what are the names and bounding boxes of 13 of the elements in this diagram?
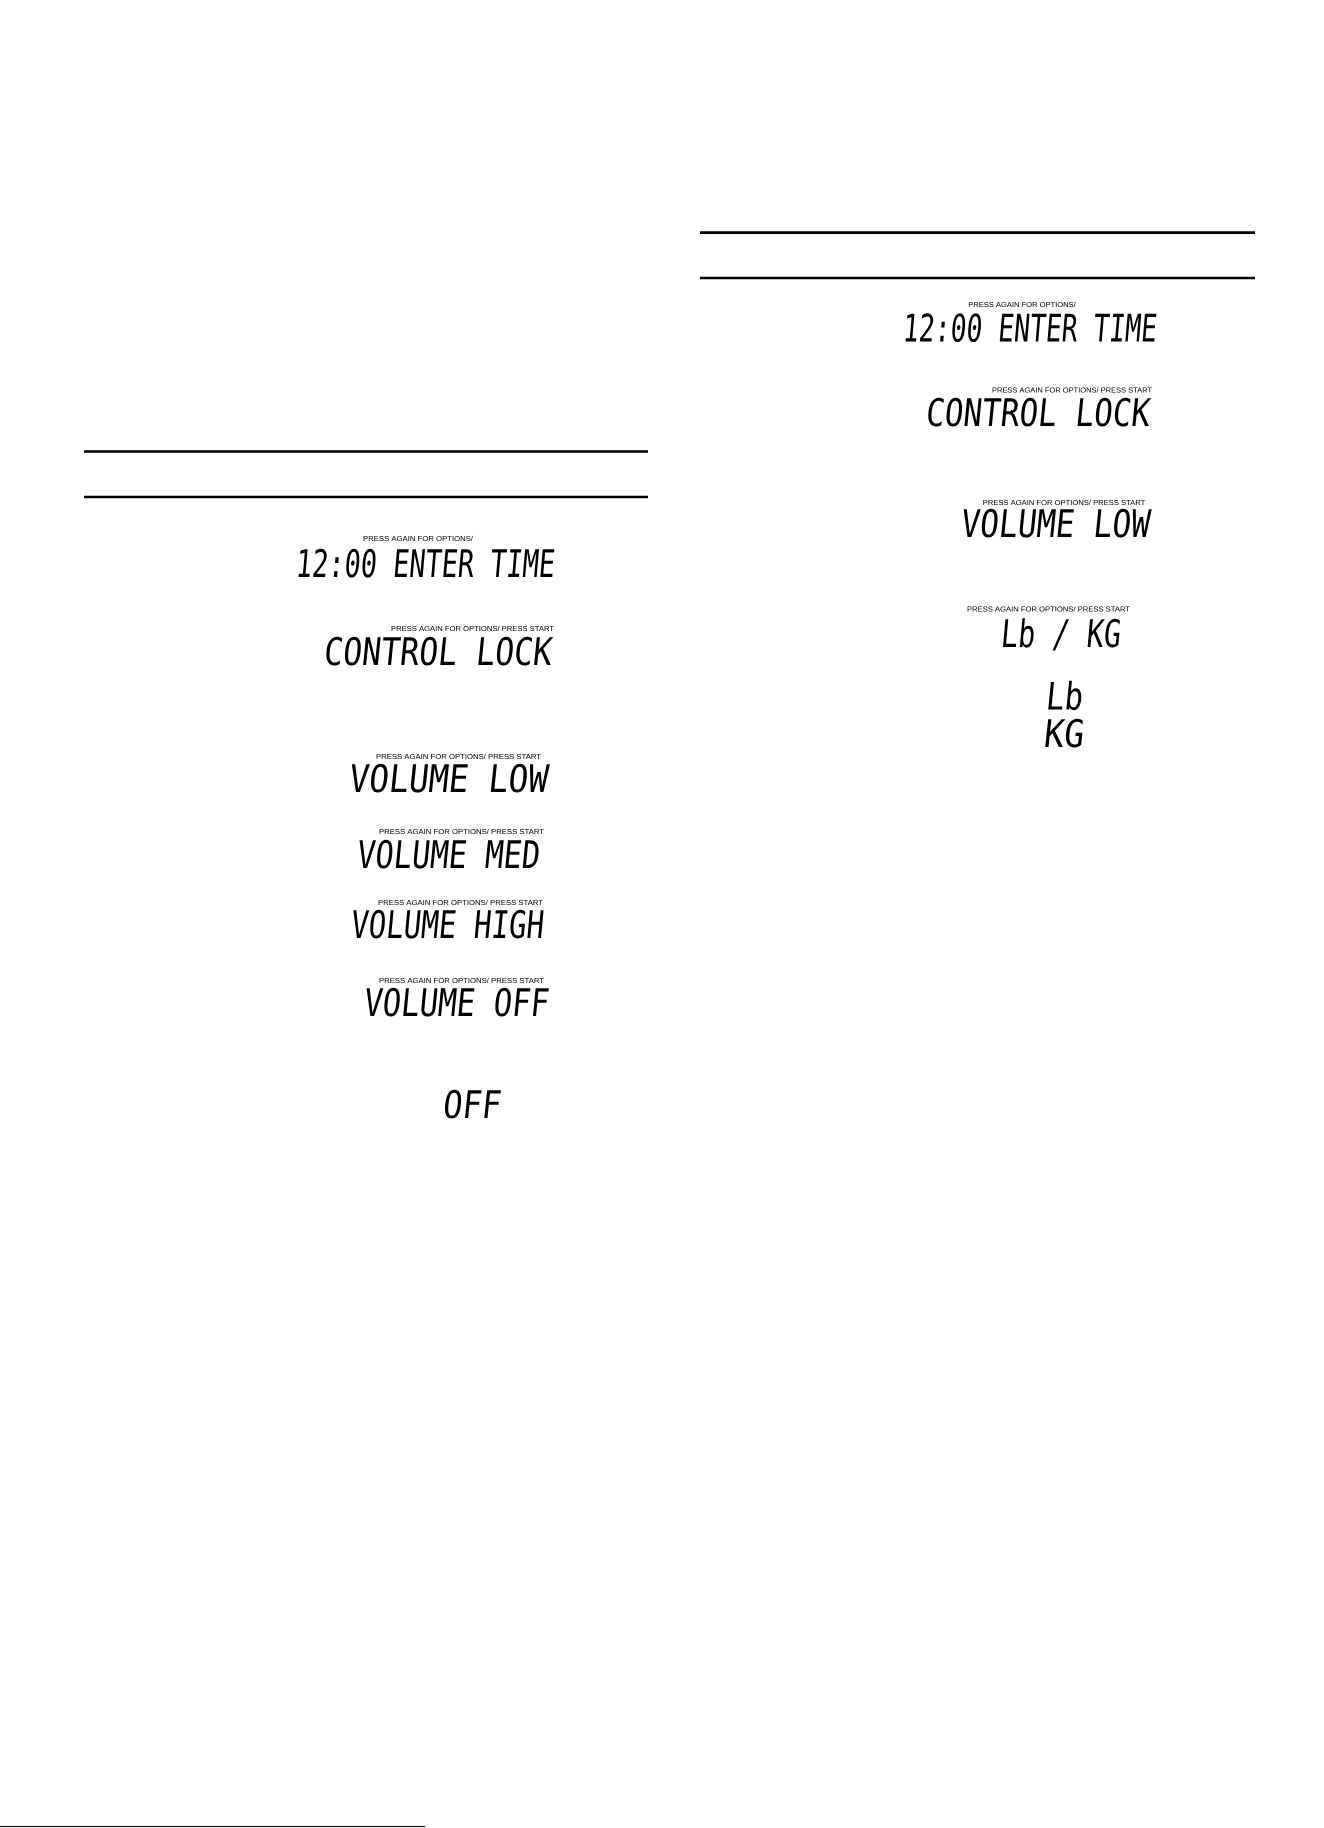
lcd-readout: Lb <box>1048 680 1082 711</box>
lcd-readout: 12:00 ENTER TIME <box>298 548 555 578</box>
lcd-readout: VOLUME MED <box>359 839 539 869</box>
lcd-readout: 12:00 ENTER TIME <box>905 313 1157 343</box>
lcd-readout: CONTROL LOCK <box>928 397 1152 427</box>
lcd-readout: VOLUME HIGH <box>353 909 544 939</box>
lcd-readout: VOLUME LOW <box>963 508 1152 538</box>
lcd-readout: VOLUME LOW <box>351 763 550 793</box>
lcd-readout: VOLUME OFF <box>366 987 549 1017</box>
lcd-readout: KG <box>1045 718 1083 748</box>
lcd-readout: OFF <box>445 1089 501 1119</box>
lcd-readout: CONTROL LOCK <box>326 636 554 666</box>
lcd-readout: Lb / KG <box>1003 618 1120 651</box>
